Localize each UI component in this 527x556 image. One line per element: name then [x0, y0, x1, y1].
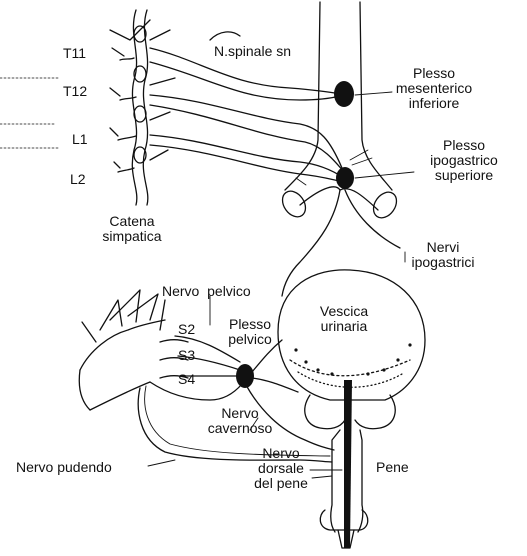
sacrum — [78, 289, 189, 411]
label-plesso-mesenterico-line-3: inferiore — [408, 95, 460, 111]
label-plesso-ipogastrico-line-2: ipogastrico — [430, 152, 498, 168]
label-pene: Pene — [376, 459, 409, 475]
label-s4: S4 — [178, 371, 196, 387]
label-plesso-mesenterico-line-1: Plesso — [412, 65, 456, 81]
lumbar-splanchnic-nerves — [149, 31, 345, 183]
label-nervo-pelvico: Nervo pelvico — [162, 284, 251, 299]
pudendal-nerve — [137, 385, 333, 463]
label-l2: L2 — [70, 171, 86, 187]
hypogastric-nerves — [281, 189, 401, 297]
pelvic-plexus-ganglion — [236, 364, 254, 388]
leader-lines — [147, 91, 415, 479]
label-catena-line-1: Catena — [109, 213, 155, 229]
label-nervo-dorsale-line-3: del pene — [254, 475, 308, 491]
label-nervo-cavernoso-line-1: Nervo — [221, 405, 259, 421]
sacral-nerves — [149, 299, 243, 401]
label-vescica-line-1: Vescica — [319, 303, 369, 319]
label-plesso-ipogastrico-line-1: Plesso — [442, 137, 486, 153]
label-plesso-ipogastrico-line-3: superiore — [434, 167, 494, 183]
scan-artifact-lines — [0, 77, 61, 149]
pelvic-plexus-connections — [245, 339, 335, 451]
label-nervo-dorsale-line-1: Nervo — [262, 445, 300, 461]
urethra — [344, 380, 352, 548]
label-nervi-ipogastrici: Nervi ipogastrici — [408, 240, 478, 270]
label-plesso-pelvico-line-2: pelvico — [228, 331, 272, 347]
label-s2: S2 — [178, 321, 196, 337]
sympathetic-chain — [109, 9, 176, 206]
inferior-mesenteric-plexus-ganglion — [334, 81, 354, 107]
label-nervo-dorsale: Nervo dorsale del pene — [248, 446, 314, 491]
label-vescica-urinaria: Vescica urinaria — [302, 304, 386, 334]
label-nervi-ipogastrici-line-2: ipogastrici — [411, 254, 475, 270]
label-t11: T11 — [63, 45, 87, 61]
aorta — [281, 1, 398, 219]
bladder — [277, 269, 426, 401]
label-nervo-cavernoso-line-2: cavernoso — [207, 420, 273, 436]
label-nervi-ipogastrici-line-1: Nervi — [426, 239, 460, 255]
label-catena-simpatica: Catena simpatica — [94, 214, 170, 244]
label-nervo-pudendo: Nervo pudendo — [16, 459, 112, 475]
label-vescica-line-2: urinaria — [320, 318, 368, 334]
label-l1: L1 — [72, 131, 88, 147]
label-plesso-pelvico-line-1: Plesso — [228, 316, 272, 332]
label-nervo-dorsale-line-2: dorsale — [258, 460, 304, 476]
label-plesso-ipogastrico: Plesso ipogastrico superiore — [414, 138, 514, 183]
label-nervo-pelvico-text: Nervo pelvico — [162, 283, 251, 299]
superior-hypogastric-plexus-ganglion — [336, 167, 354, 189]
label-plesso-mesenterico: Plesso mesenterico inferiore — [384, 66, 484, 111]
label-plesso-mesenterico-line-2: mesenterico — [395, 80, 473, 96]
label-plesso-pelvico: Plesso pelvico — [222, 317, 278, 347]
label-nervo-cavernoso: Nervo cavernoso — [204, 406, 276, 436]
label-n-spinale: N.spinale sn — [214, 43, 292, 59]
label-t12: T12 — [63, 83, 88, 99]
label-catena-line-2: simpatica — [102, 228, 162, 244]
label-s3: S3 — [178, 347, 196, 363]
